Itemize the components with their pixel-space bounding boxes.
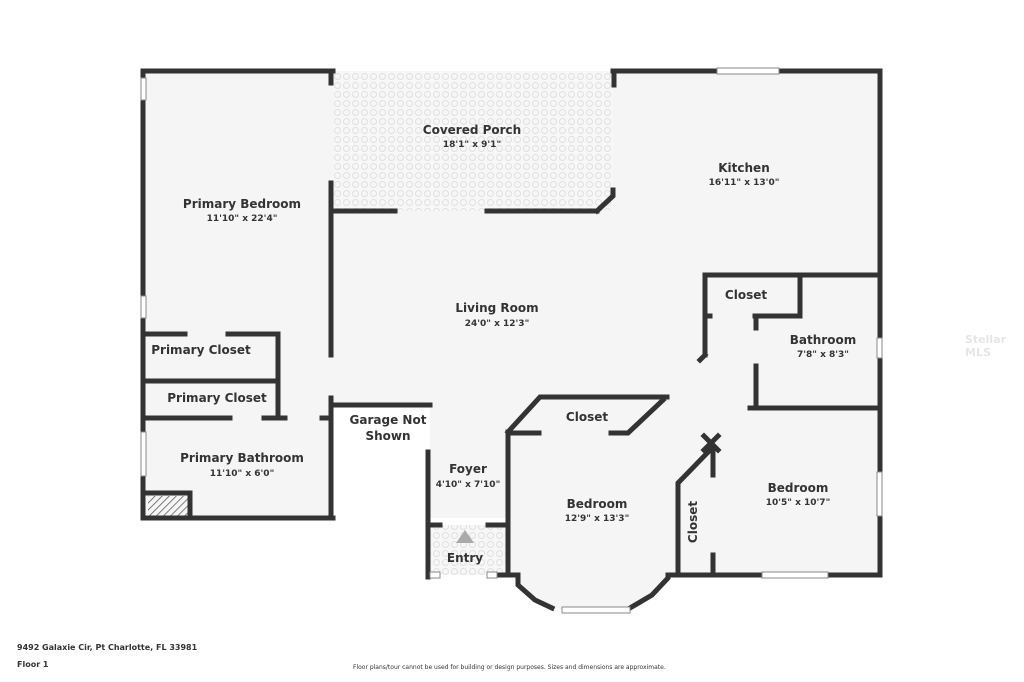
watermark: Stellar MLS bbox=[965, 333, 1007, 359]
garage-label-line1: Garage Not bbox=[350, 413, 427, 427]
room-name-primary-closet-1: Primary Closet bbox=[151, 343, 251, 357]
floors bbox=[145, 71, 880, 610]
room-name-bedroom-3: Bedroom bbox=[768, 481, 829, 495]
room-dim-bedroom-3: 10'5" x 10'7" bbox=[766, 498, 831, 508]
room-dim-covered-porch: 18'1" x 9'1" bbox=[443, 140, 501, 150]
room-dim-kitchen: 16'11" x 13'0" bbox=[709, 178, 780, 188]
room-name-closet-hall: Closet bbox=[725, 288, 767, 302]
room-name-primary-bathroom: Primary Bathroom bbox=[180, 451, 304, 465]
room-dim-primary-bedroom: 11'10" x 22'4" bbox=[207, 214, 278, 224]
property-address: 9492 Galaxie Cir, Pt Charlotte, FL 33981 bbox=[17, 643, 198, 652]
room-labels: Primary Bedroom 11'10" x 22'4" Covered P… bbox=[151, 123, 856, 565]
room-name-closet-vertical: Closet bbox=[686, 501, 700, 543]
room-name-living-room: Living Room bbox=[455, 301, 538, 315]
room-dim-bathroom: 7'8" x 8'3" bbox=[797, 350, 849, 360]
room-name-covered-porch: Covered Porch bbox=[423, 123, 521, 137]
room-dim-bedroom-2: 12'9" x 13'3" bbox=[565, 514, 630, 524]
garage-area bbox=[333, 405, 430, 575]
disclaimer: Floor plans/tour cannot be used for buil… bbox=[353, 664, 666, 671]
room-name-foyer: Foyer bbox=[449, 462, 487, 476]
room-name-bedroom-2: Bedroom bbox=[567, 497, 628, 511]
room-dim-living-room: 24'0" x 12'3" bbox=[465, 319, 530, 329]
room-name-kitchen: Kitchen bbox=[718, 161, 770, 175]
windows bbox=[140, 67, 883, 614]
room-name-primary-bedroom: Primary Bedroom bbox=[183, 197, 301, 211]
garage-label-line2: Shown bbox=[365, 429, 410, 443]
room-name-bathroom: Bathroom bbox=[790, 333, 856, 347]
floor-label: Floor 1 bbox=[17, 660, 49, 669]
entry-floor bbox=[430, 525, 506, 575]
room-dim-primary-bathroom: 11'10" x 6'0" bbox=[210, 469, 275, 479]
room-name-closet-bedroom: Closet bbox=[566, 410, 608, 424]
room-name-primary-closet-2: Primary Closet bbox=[167, 391, 267, 405]
covered-porch-floor bbox=[333, 71, 613, 211]
room-name-entry: Entry bbox=[447, 551, 483, 565]
room-dim-foyer: 4'10" x 7'10" bbox=[436, 480, 501, 490]
entry-arrow-icon bbox=[456, 530, 474, 543]
hatched-fixture bbox=[148, 496, 188, 516]
